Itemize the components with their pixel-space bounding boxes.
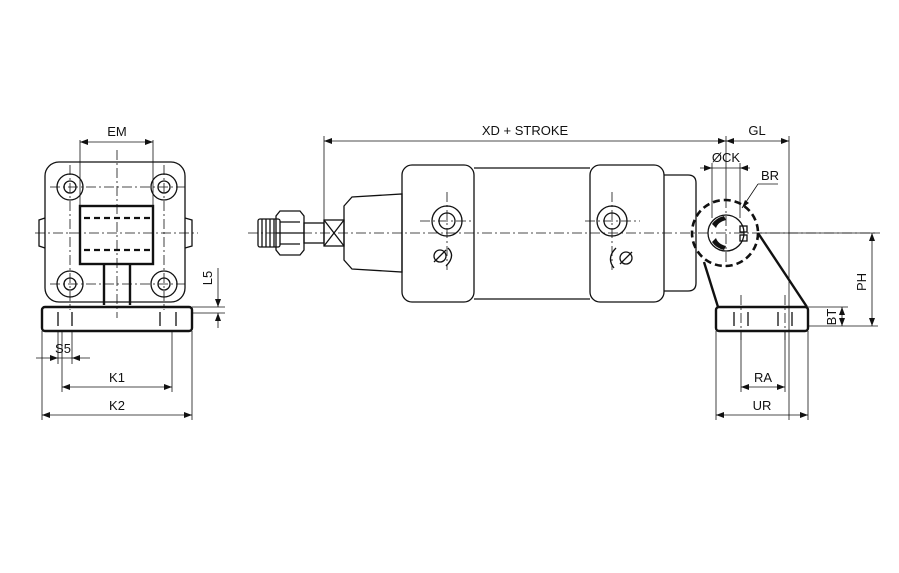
clevis-pin bbox=[707, 214, 745, 252]
rear-port bbox=[585, 192, 640, 270]
side-dimensions: XD + STROKE GL ØCK BR PH BT RA bbox=[323, 123, 878, 420]
thread-lines bbox=[261, 219, 275, 247]
dim-xd-stroke: XD + STROKE bbox=[482, 123, 569, 138]
foot-holes bbox=[57, 312, 177, 326]
dim-k2: K2 bbox=[109, 398, 125, 413]
end-plate bbox=[44, 161, 186, 303]
dim-em: EM bbox=[107, 124, 127, 139]
front-dimensions: EM L5 S5 K1 K2 bbox=[36, 124, 225, 420]
bracket-eye bbox=[78, 204, 155, 266]
side-view bbox=[248, 164, 880, 340]
rear-cover bbox=[589, 164, 665, 303]
rod-nut bbox=[275, 210, 305, 256]
rear-step bbox=[664, 174, 697, 292]
bracket-web bbox=[102, 264, 132, 305]
dim-l5: L5 bbox=[200, 271, 215, 285]
dim-ra: RA bbox=[754, 370, 772, 385]
front-cover bbox=[401, 164, 475, 303]
base-foot bbox=[40, 305, 194, 333]
dim-ck: ØCK bbox=[712, 150, 741, 165]
dim-s5: S5 bbox=[55, 341, 71, 356]
pivot-bracket bbox=[690, 198, 810, 340]
dim-ur: UR bbox=[753, 398, 772, 413]
dim-ph: PH bbox=[854, 273, 869, 291]
dim-bt: BT bbox=[824, 309, 839, 326]
bracket-base bbox=[714, 305, 810, 333]
dim-br: BR bbox=[761, 168, 779, 183]
bracket-eye-outline bbox=[690, 198, 760, 268]
dim-k1: K1 bbox=[109, 370, 125, 385]
front-view bbox=[35, 150, 198, 333]
front-port bbox=[420, 192, 474, 270]
dim-gl: GL bbox=[748, 123, 765, 138]
